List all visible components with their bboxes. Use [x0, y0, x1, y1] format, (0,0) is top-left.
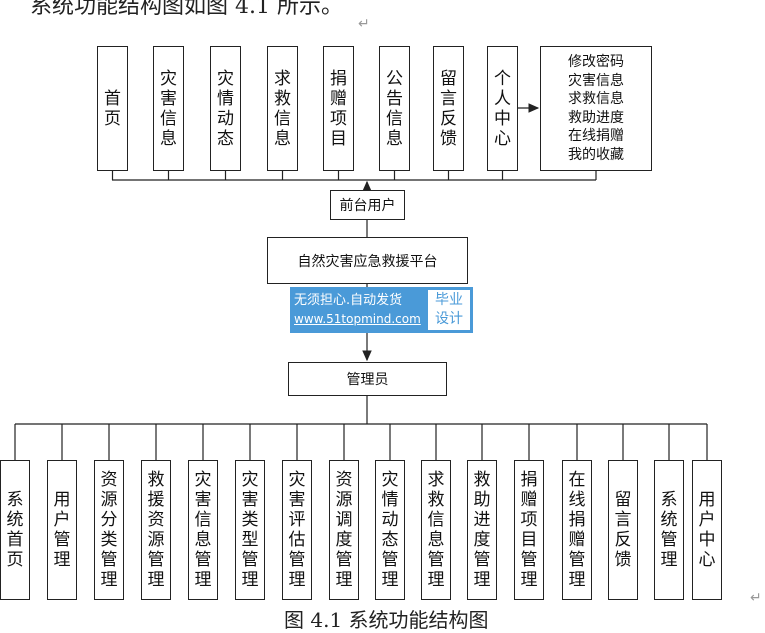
module-label: 系统管理 [660, 490, 678, 570]
module-label: 救助进度管理 [473, 470, 491, 590]
module-box: 系统管理 [654, 460, 684, 600]
module-label: 留言反馈 [614, 490, 632, 570]
module-box: 灾害信息 [153, 46, 184, 171]
module-label: 捐赠项目管理 [520, 470, 538, 590]
module-label: 捐赠项目 [330, 68, 347, 149]
module-label: 用户中心 [698, 490, 716, 570]
personal-center-item: 修改密码 [568, 54, 624, 70]
module-box: 资源分类管理 [94, 460, 124, 600]
module-box: 捐赠项目管理 [514, 460, 544, 600]
module-box: 灾害信息管理 [188, 460, 218, 600]
figure-caption: 图 4.1 系统功能结构图 [284, 608, 489, 632]
module-label: 求救信息 [274, 68, 291, 149]
module-label: 首页 [104, 88, 121, 129]
module-label: 灾害类型管理 [241, 470, 259, 590]
module-box: 首页 [97, 46, 128, 171]
watermark-badge: 毕业 [435, 292, 463, 308]
module-box: 留言反馈 [433, 46, 464, 171]
module-box: 用户中心 [692, 460, 722, 600]
module-box: 资源调度管理 [329, 460, 359, 600]
watermark-slogan: 无须担心.自动发货 [294, 293, 403, 308]
module-label: 灾害信息 [160, 68, 177, 149]
front-user-box: 前台用户 [330, 190, 405, 220]
module-label: 用户管理 [53, 490, 71, 570]
module-box: 留言反馈 [608, 460, 638, 600]
watermark-url: www.51topmind.com [294, 312, 421, 326]
module-label: 资源分类管理 [100, 470, 118, 590]
intro-text: 系统功能结构图如图 4.1 所示。 [30, 0, 343, 19]
paragraph-mark: ↵ [750, 590, 762, 606]
root-box: 自然灾害应急救援平台 [267, 237, 468, 284]
personal-center-item: 求救信息 [568, 91, 624, 107]
module-box: 系统首页 [0, 460, 30, 600]
module-label: 灾害评估管理 [288, 470, 306, 590]
connector-lines [14, 103, 708, 460]
module-box: 在线捐赠管理 [562, 460, 592, 600]
watermark-badge: 设计 [435, 311, 463, 327]
module-box: 灾害评估管理 [282, 460, 312, 600]
module-label: 系统首页 [6, 490, 24, 570]
personal-center-item: 在线捐赠 [568, 128, 624, 144]
module-label: 个人中心 [494, 68, 511, 149]
personal-center-item: 救助进度 [568, 109, 624, 126]
module-box: 公告信息 [379, 46, 410, 171]
module-box: 求救信息管理 [421, 460, 451, 600]
module-label: 灾情动态管理 [381, 470, 399, 590]
module-box: 灾害类型管理 [235, 460, 265, 600]
module-box: 个人中心 [487, 46, 518, 171]
paragraph-mark: ↵ [358, 16, 370, 32]
module-label: 留言反馈 [440, 68, 457, 149]
personal-center-item: 灾害信息 [568, 72, 624, 89]
module-box: 救助进度管理 [467, 460, 497, 600]
module-label: 救援资源管理 [147, 470, 165, 590]
module-label: 资源调度管理 [335, 470, 353, 590]
module-box: 灾情动态管理 [375, 460, 405, 600]
module-box: 用户管理 [47, 460, 77, 600]
module-label: 在线捐赠管理 [568, 470, 586, 590]
module-label: 灾害信息管理 [194, 470, 212, 590]
personal-center-list: 修改密码灾害信息求救信息救助进度在线捐赠我的收藏 [540, 46, 652, 171]
module-label: 求救信息管理 [427, 470, 445, 590]
module-box: 捐赠项目 [323, 46, 354, 171]
module-box: 灾情动态 [210, 46, 241, 171]
module-box: 救援资源管理 [141, 460, 171, 600]
admin-box: 管理员 [288, 362, 447, 396]
module-box: 求救信息 [267, 46, 298, 171]
personal-center-item: 我的收藏 [568, 146, 624, 163]
module-label: 灾情动态 [217, 68, 234, 149]
watermark: 无须担心.自动发货 www.51topmind.com 毕业设计 [290, 287, 473, 333]
module-label: 公告信息 [386, 68, 403, 149]
